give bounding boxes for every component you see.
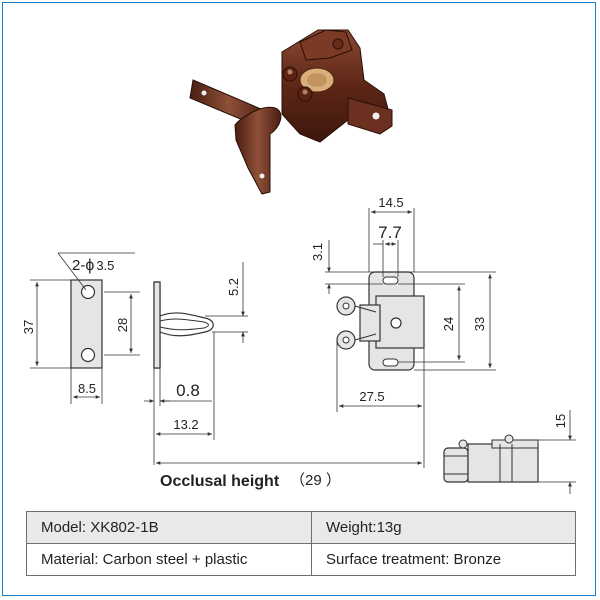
spec-table: Model: XK802-1B Weight:13g Material: Car… [26,511,576,576]
hole-spec-size: 3.5 [96,258,114,273]
occlusal-height-label: Occlusal height [160,473,280,490]
dim-plate-width: 8.5 [78,381,96,396]
spec-surface: Surface treatment: Bronze [311,543,576,576]
spec-weight: Weight:13g [311,511,576,544]
hole-spec-prefix: 2- [72,257,85,274]
dim-thickness: 0.8 [176,381,200,400]
dim-striker-length: 13.2 [173,417,198,432]
striker-profile [144,262,248,465]
catch-front-view [325,208,496,412]
dim-inner-width: 7.7 [378,223,402,242]
dim-mount-spacing: 24 [441,317,456,331]
dim-housing-width: 14.5 [378,195,403,210]
spec-model: Model: XK802-1B [26,511,312,544]
catch-side-view [443,410,576,494]
spec-material: Material: Carbon steel + plastic [26,543,312,576]
spec-row-1: Model: XK802-1B Weight:13g [26,511,576,544]
dim-plate-height: 37 [21,320,36,334]
product-photo [189,29,393,195]
occlusal-dimension [156,412,425,468]
dim-bend-height: 5.2 [226,278,241,296]
spec-row-2: Material: Carbon steel + plastic Surface… [26,543,576,576]
dim-side-height: 15 [553,414,568,428]
dim-overall-height: 33 [472,317,487,331]
occlusal-height-value: （29 ） [290,472,341,489]
hole-spec-symbol: ϕ [85,257,94,274]
plate-view [30,252,140,404]
dim-hole-spacing: 28 [115,318,130,332]
dim-top-offset: 3.1 [310,243,325,261]
dim-body-length: 27.5 [359,389,384,404]
